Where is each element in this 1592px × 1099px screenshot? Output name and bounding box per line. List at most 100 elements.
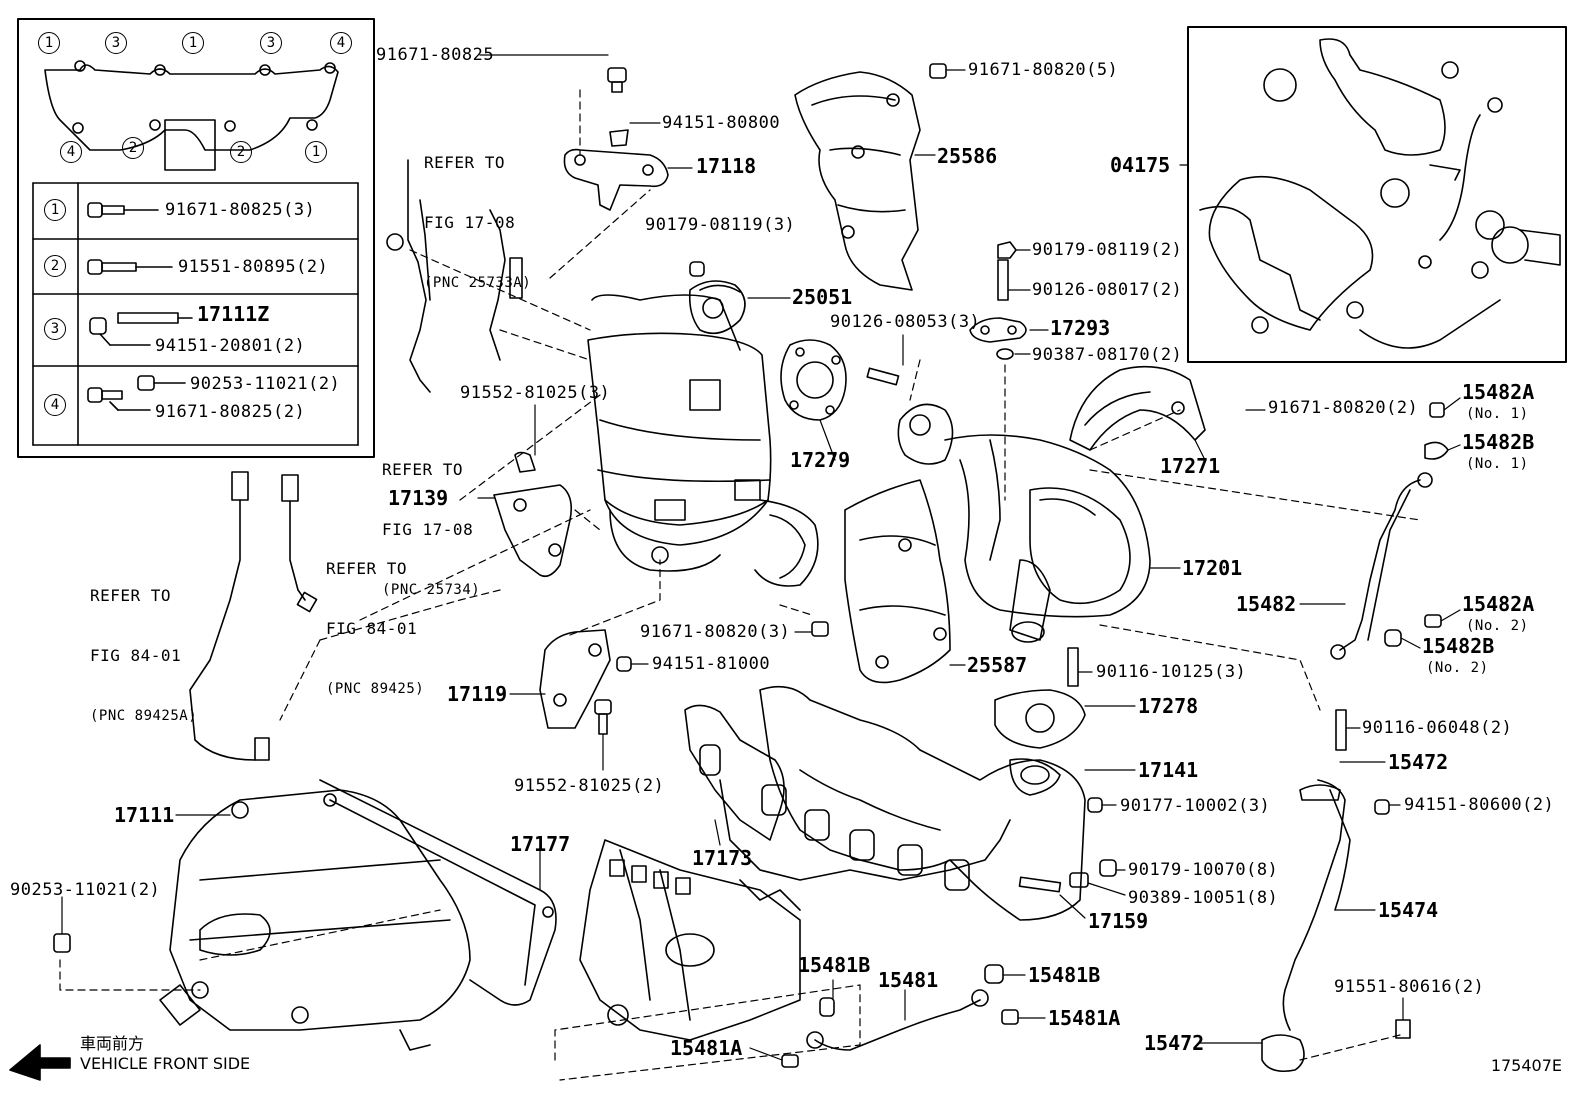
part-label: 15482A <box>1462 592 1535 616</box>
intake-manifold <box>159 789 471 1051</box>
part-label: 15474 <box>1378 898 1439 922</box>
part-label: 17293 <box>1050 316 1111 340</box>
part-label: 91671-80820(3) <box>640 622 791 642</box>
turbo-kit-frame <box>1187 26 1567 363</box>
bolt-icon <box>87 387 151 411</box>
inset-part-number: 91671-80825(2) <box>155 402 306 422</box>
part-label: 90389-10051(8) <box>1128 888 1279 908</box>
gasket-17278 <box>994 647 1086 749</box>
nut-icon <box>1099 859 1117 877</box>
part-label: 25051 <box>792 285 853 309</box>
stud-icon <box>117 312 193 324</box>
inset-gasket <box>44 60 339 171</box>
callout-circle: 1 <box>38 32 60 54</box>
oxygen-sensor-mid <box>281 474 318 613</box>
part-label: 15482 <box>1236 592 1297 616</box>
reference-line: FIG 84-01 <box>326 619 418 638</box>
row-number-circle: 1 <box>44 199 66 221</box>
callout-circle: 1 <box>182 32 204 54</box>
stud-icon <box>1018 876 1062 893</box>
catalytic-converter <box>587 261 819 587</box>
part-label: 17118 <box>696 154 757 178</box>
bracket-17119 <box>539 629 632 735</box>
nut-icon <box>89 317 151 346</box>
gasket-17279 <box>780 339 847 421</box>
row-number-circle: 2 <box>44 255 66 277</box>
part-label: 90116-06048(2) <box>1362 718 1513 738</box>
part-label: 91671-80825 <box>376 45 495 65</box>
part-label: 94151-80600(2) <box>1404 795 1555 815</box>
part-label: 15481 <box>878 968 939 992</box>
exhaust-manifold <box>759 685 1086 921</box>
part-label: 17271 <box>1160 454 1221 478</box>
arrow-left-icon <box>9 1044 71 1081</box>
engine-block <box>579 839 801 1041</box>
part-label: 17279 <box>790 448 851 472</box>
part-label: 90179-10070(8) <box>1128 860 1279 880</box>
bolt-icon <box>811 621 829 637</box>
part-label: 17177 <box>510 832 571 856</box>
nut-icon <box>53 933 71 953</box>
oil-pipe-15481 <box>781 964 1019 1068</box>
part-label: 15482A <box>1462 380 1535 404</box>
callout-circle: 2 <box>122 137 144 159</box>
reference-note: REFER TO FIG 17-08 (PNC 25733A) <box>424 113 531 313</box>
part-label: 94151-80800 <box>662 113 781 133</box>
part-label: 90116-10125(3) <box>1096 662 1247 682</box>
reference-note: REFER TO FIG 84-01 (PNC 89425A) <box>90 546 197 746</box>
reference-note: REFER TO FIG 17-08 (PNC 25734) <box>382 420 480 620</box>
figure-id: 175407E <box>1490 1056 1562 1075</box>
inset-part-number: 91551-80895(2) <box>178 257 329 277</box>
vehicle-front-label-jp: 車両前方 <box>80 1034 145 1053</box>
reference-line: REFER TO <box>90 586 172 605</box>
oil-pipe-15474 <box>1261 709 1411 1073</box>
gasket-17173 <box>684 704 1011 891</box>
inset-part-number: 17111Z <box>197 302 270 326</box>
reference-line: FIG 17-08 <box>424 213 516 232</box>
reference-line: (PNC 89425) <box>326 681 425 697</box>
nut-icon <box>137 375 186 391</box>
reference-line: FIG 84-01 <box>90 646 182 665</box>
part-label: 15481B <box>798 953 871 977</box>
turbocharger <box>897 403 1151 643</box>
exhaust-temp-sensor <box>386 159 523 393</box>
part-label: 17201 <box>1182 556 1243 580</box>
part-label: 25587 <box>967 653 1028 677</box>
part-label-note: (No. 1) <box>1466 456 1529 472</box>
part-label: 15482B <box>1422 634 1495 658</box>
callout-circle: 3 <box>105 32 127 54</box>
part-label: 15481A <box>670 1036 743 1060</box>
part-label: 04175 <box>1110 153 1171 177</box>
bracket-17139 <box>493 451 573 578</box>
part-label: 91552-81025(3) <box>460 383 611 403</box>
part-label-note: (No. 1) <box>1466 406 1529 422</box>
row-number-circle: 4 <box>44 394 66 416</box>
inset-part-number: 91671-80825(3) <box>165 200 316 220</box>
part-label: 17278 <box>1138 694 1199 718</box>
part-label: 15481B <box>1028 963 1101 987</box>
part-label: 90253-11021(2) <box>10 880 161 900</box>
part-label: 17141 <box>1138 758 1199 782</box>
part-label: 91671-80820(2) <box>1268 398 1419 418</box>
part-label: 15481A <box>1048 1006 1121 1030</box>
oxygen-sensor-left <box>189 471 270 761</box>
vehicle-front-label: VEHICLE FRONT SIDE <box>80 1054 251 1073</box>
bolt-icon <box>87 202 159 218</box>
part-label-note: (No. 2) <box>1426 660 1489 676</box>
part-label: 90387-08170(2) <box>1032 345 1183 365</box>
part-label: 91671-80820(5) <box>968 60 1119 80</box>
reference-note: REFER TO FIG 84-01 (PNC 89425) <box>326 519 424 719</box>
part-label: 90179-08119(3) <box>645 215 796 235</box>
callout-circle: 1 <box>305 141 327 163</box>
turbo-kit-drawing <box>1199 38 1561 349</box>
gasket-17177 <box>319 779 557 1006</box>
part-label: 90177-10002(3) <box>1120 796 1271 816</box>
inset-part-number: 94151-20801(2) <box>155 336 306 356</box>
callout-circle: 3 <box>260 32 282 54</box>
reference-line: REFER TO <box>424 153 506 172</box>
part-label-note: (No. 2) <box>1466 618 1529 634</box>
reference-line: (PNC 89425A) <box>90 708 198 724</box>
part-label: 91552-81025(2) <box>514 776 665 796</box>
heat-insulator-25587 <box>844 479 951 684</box>
part-label: 91551-80616(2) <box>1334 977 1485 997</box>
